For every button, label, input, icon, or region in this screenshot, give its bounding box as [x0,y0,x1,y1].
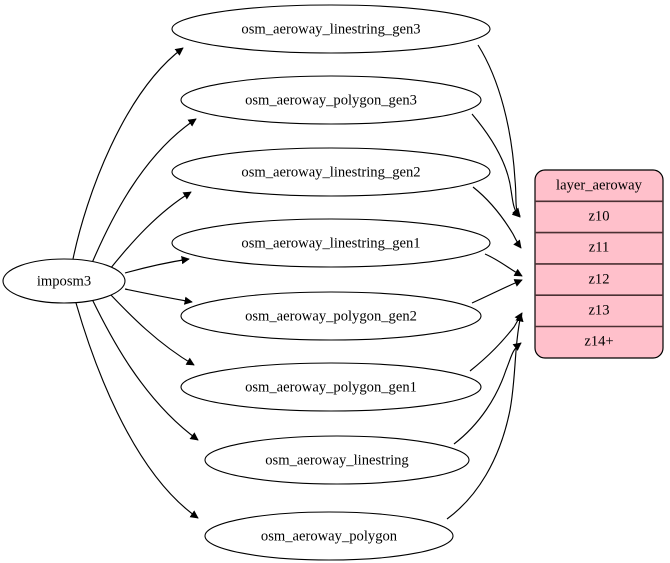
osm_aeroway_polygon_gen3-ellipse-shape [180,75,482,125]
osm_aeroway_polygon_gen3-label: osm_aeroway_polygon_gen3 [245,92,417,108]
edge-polygon-gen2-to-z12 [471,279,523,304]
edge-imposm3-to-linestring [91,298,199,441]
edge-imposm3-to-polygon [75,302,199,519]
layer-aeroway-table-header: layer_aeroway [556,177,643,193]
osm_aeroway_polygon_gen1-ellipse-shape [180,362,482,412]
node-osm_aeroway_linestring_gen3[interactable]: osm_aeroway_linestring_gen3 [171,4,491,54]
edge-polygon-gen3-to-z10 [471,113,521,218]
imposm3-label: imposm3 [37,273,91,289]
osm_aeroway_linestring_gen3-ellipse-shape [171,4,491,54]
table-row-z12[interactable]: z12 [588,271,609,287]
osm_aeroway_linestring_gen1-ellipse-shape [171,218,491,268]
edge-linestring-gen1-to-z12 [484,253,523,277]
table-row-z11[interactable]: z11 [589,239,610,255]
osm_aeroway_polygon-ellipse-shape [204,511,454,561]
edge-imposm3-to-polygon-gen2 [124,288,193,305]
edges-from-imposm3 [72,47,199,519]
node-osm_aeroway_linestring[interactable]: osm_aeroway_linestring [204,435,470,485]
osm_aeroway_linestring_gen3-label: osm_aeroway_linestring_gen3 [241,21,420,37]
osm_aeroway_polygon_gen2-label: osm_aeroway_polygon_gen2 [245,308,417,324]
osm_aeroway_linestring-label: osm_aeroway_linestring [265,452,409,468]
node-osm_aeroway_linestring_gen1[interactable]: osm_aeroway_linestring_gen1 [171,218,491,268]
table-row-z14plus[interactable]: z14+ [584,333,613,349]
osm_aeroway_linestring_gen2-label: osm_aeroway_linestring_gen2 [241,164,420,180]
imposm3-ellipse-shape [2,258,126,304]
node-imposm3[interactable]: imposm3 [2,258,126,304]
table-row-z10[interactable]: z10 [588,208,609,224]
edge-polygon-to-z13 [446,313,524,520]
edges-to-layer-aeroway [446,44,524,520]
node-osm_aeroway_linestring_gen2[interactable]: osm_aeroway_linestring_gen2 [171,147,491,197]
node-osm_aeroway_polygon_gen2[interactable]: osm_aeroway_polygon_gen2 [180,291,482,341]
edge-imposm3-to-linestring-gen2 [109,191,192,270]
table-row-z13[interactable]: z13 [588,302,609,318]
osm_aeroway_polygon-label: osm_aeroway_polygon [261,528,398,544]
osm_aeroway_linestring_gen1-label: osm_aeroway_linestring_gen1 [241,235,420,251]
edge-linestring-to-z14plus [453,342,522,445]
node-osm_aeroway_polygon_gen1[interactable]: osm_aeroway_polygon_gen1 [180,362,482,412]
osm_aeroway_linestring-ellipse-shape [204,435,470,485]
node-osm_aeroway_polygon[interactable]: osm_aeroway_polygon [204,511,454,561]
edge-imposm3-to-linestring-gen1 [124,256,190,274]
node-osm_aeroway_polygon_gen3[interactable]: osm_aeroway_polygon_gen3 [180,75,482,125]
edge-linestring-gen3-to-z10 [477,44,521,217]
edge-linestring-gen2-to-z11 [472,186,522,249]
node-layer_aeroway-table[interactable]: layer_aeroway z10 z11 z12 z13 z14+ [534,169,664,359]
osm_aeroway_polygon_gen1-label: osm_aeroway_polygon_gen1 [245,379,417,395]
osm_aeroway_polygon_gen2-ellipse-shape [180,291,482,341]
edge-imposm3-to-polygon-gen1 [109,293,195,366]
edge-imposm3-to-linestring-gen3 [72,47,184,260]
edge-imposm3-to-polygon-gen3 [91,118,197,264]
osm_aeroway_linestring_gen2-ellipse-shape [171,147,491,197]
